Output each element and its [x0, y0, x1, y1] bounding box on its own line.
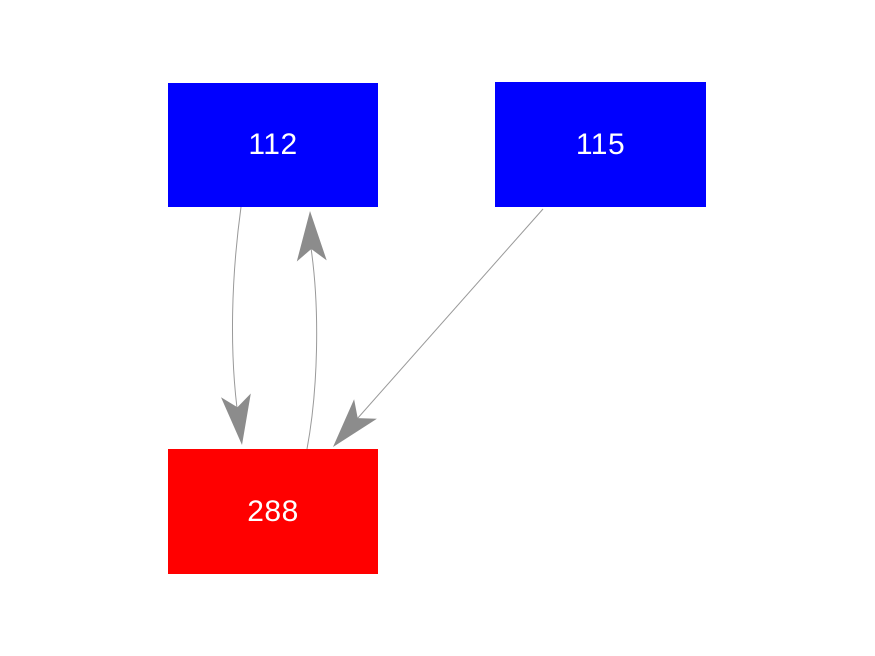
node-112-label: 112 [248, 128, 298, 161]
edge-112-to-288-arrowhead-icon [221, 393, 251, 445]
node-288[interactable]: 288 [168, 449, 378, 574]
edge-288-to-112-line [306, 247, 318, 450]
node-112[interactable]: 112 [168, 83, 378, 207]
node-115[interactable]: 115 [495, 82, 706, 207]
edge-112-to-288-line [232, 206, 242, 409]
edge-288-to-112-arrowhead-icon [296, 211, 327, 262]
node-288-label: 288 [247, 494, 299, 528]
node-115-label: 115 [575, 127, 626, 161]
edge-115-to-288-line [356, 208, 544, 420]
edge-115-to-288-arrowhead-icon [333, 399, 377, 447]
